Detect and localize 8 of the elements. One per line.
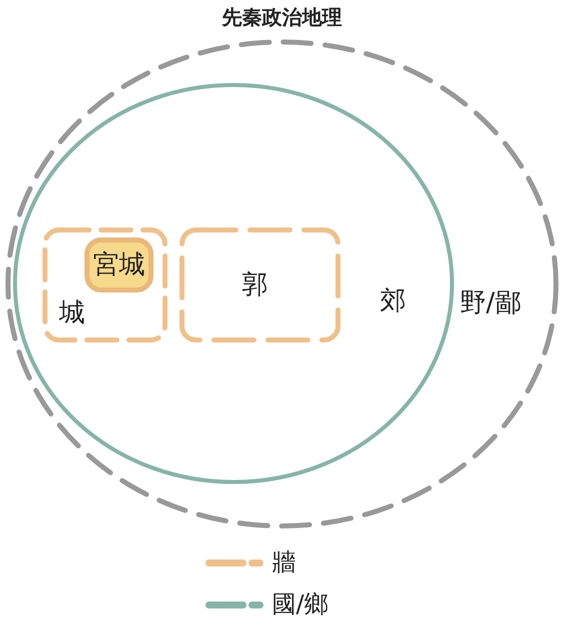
legend-label: 國/鄉 (272, 592, 328, 616)
legend-label: 牆 (272, 550, 296, 574)
title: 先秦政治地理 (222, 5, 342, 29)
region-label: 郊 (380, 288, 406, 314)
region-label: 野/鄙 (460, 290, 521, 316)
region-label: 宮城 (93, 252, 145, 278)
region-label: 城 (59, 300, 85, 326)
region-label: 郭 (242, 272, 268, 298)
